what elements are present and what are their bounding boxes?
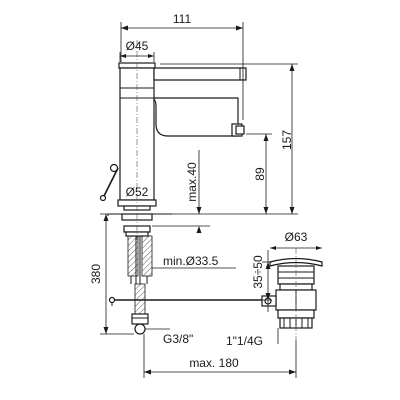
dimension-body-diameter-label: Ø45 xyxy=(126,39,149,53)
mixer-body xyxy=(117,40,157,220)
dimension-drain-range xyxy=(262,250,272,312)
dimension-hose-length-label: 380 xyxy=(89,264,103,284)
dimension-top-width xyxy=(120,22,244,120)
spout xyxy=(153,97,245,137)
dimension-drain-diameter xyxy=(270,246,322,250)
dimension-max-mount-label: max.40 xyxy=(185,162,199,202)
threaded-rod xyxy=(135,236,141,284)
dimension-drain-thread-label: 1"1/4G xyxy=(226,334,263,348)
dimension-top-width-label: 111 xyxy=(173,12,192,26)
hose-connector xyxy=(131,313,149,335)
dimension-drain-diameter-label: Ø63 xyxy=(285,230,308,244)
flexible-hoses xyxy=(127,235,153,315)
dimension-spout-height xyxy=(246,133,272,214)
dimension-total-height-label: 157 xyxy=(280,130,294,150)
pop-up-rod xyxy=(99,163,119,202)
dimension-inlet-thread-label: G3/8" xyxy=(163,332,193,346)
dimension-total-height xyxy=(160,63,298,215)
drain-body xyxy=(261,248,317,340)
pop-up-linkage xyxy=(108,296,270,306)
dimension-hole-diameter-label: min.Ø33.5 xyxy=(163,254,219,268)
control-lever xyxy=(153,67,247,81)
dimension-drain-range-label: 35÷50 xyxy=(251,255,265,289)
dimension-drain-max-label: max. 180 xyxy=(189,356,239,370)
dimension-max-mount xyxy=(152,150,210,233)
dimension-base-diameter-label: Ø52 xyxy=(126,185,149,199)
dimension-spout-height-label: 89 xyxy=(253,167,267,181)
dimension-body-diameter xyxy=(119,52,155,62)
dimension-hose-length xyxy=(100,213,134,335)
dimension-drain-max xyxy=(143,334,297,378)
